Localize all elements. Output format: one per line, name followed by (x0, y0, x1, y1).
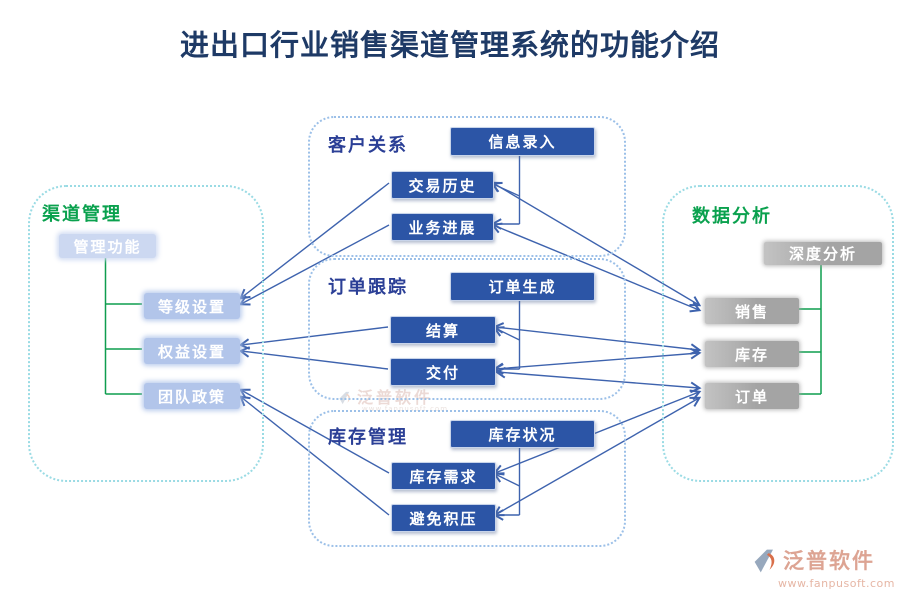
node-inventory-status: 库存状况 (450, 420, 595, 448)
node-sales: 销售 (705, 298, 799, 324)
panel-data-analysis: 数据分析 深度分析 销售 库存 订单 (662, 185, 894, 482)
node-order-generation: 订单生成 (450, 272, 595, 301)
panel-channel-management: 渠道管理 管理功能 等级设置 权益设置 团队政策 (28, 185, 264, 482)
channel-panel-title: 渠道管理 (42, 204, 122, 225)
fanpu-logo: 泛普软件 www.fanpusoft.com (752, 546, 895, 589)
watermark-url: www.fanpusoft.com (362, 405, 449, 413)
node-info-entry: 信息录入 (450, 127, 595, 156)
node-avoid-overstock: 避免积压 (391, 504, 496, 532)
node-inventory: 库存 (705, 341, 799, 367)
node-business-progress: 业务进展 (391, 213, 494, 241)
panel-inventory-management: 库存管理 库存状况 库存需求 避免积压 (308, 410, 626, 547)
node-team-policy: 团队政策 (144, 383, 240, 409)
node-transaction-history: 交易历史 (391, 171, 494, 199)
node-deep-analysis: 深度分析 (764, 242, 882, 265)
node-level-setting: 等级设置 (144, 293, 240, 319)
node-delivery: 交付 (390, 358, 496, 386)
node-rights-setting: 权益设置 (144, 338, 240, 364)
order-panel-title: 订单跟踪 (328, 277, 408, 298)
panel-order-tracking: 订单跟踪 订单生成 结算 交付 (308, 258, 626, 400)
page-title: 进出口行业销售渠道管理系统的功能介绍 (179, 28, 720, 62)
customer-panel-title: 客户关系 (328, 135, 408, 156)
panel-customer-relations: 客户关系 信息录入 交易历史 业务进展 (308, 116, 626, 257)
fanpu-logo-text: 泛普软件 (783, 548, 875, 573)
inventory-panel-title: 库存管理 (328, 427, 408, 448)
fanpu-logo-url: www.fanpusoft.com (778, 577, 895, 590)
fanpu-logo-icon (754, 549, 775, 573)
analysis-panel-title: 数据分析 (692, 206, 772, 227)
node-inventory-demand: 库存需求 (391, 462, 496, 490)
node-management-functions: 管理功能 (59, 234, 156, 258)
node-settlement: 结算 (390, 316, 496, 344)
node-orders: 订单 (705, 383, 799, 409)
